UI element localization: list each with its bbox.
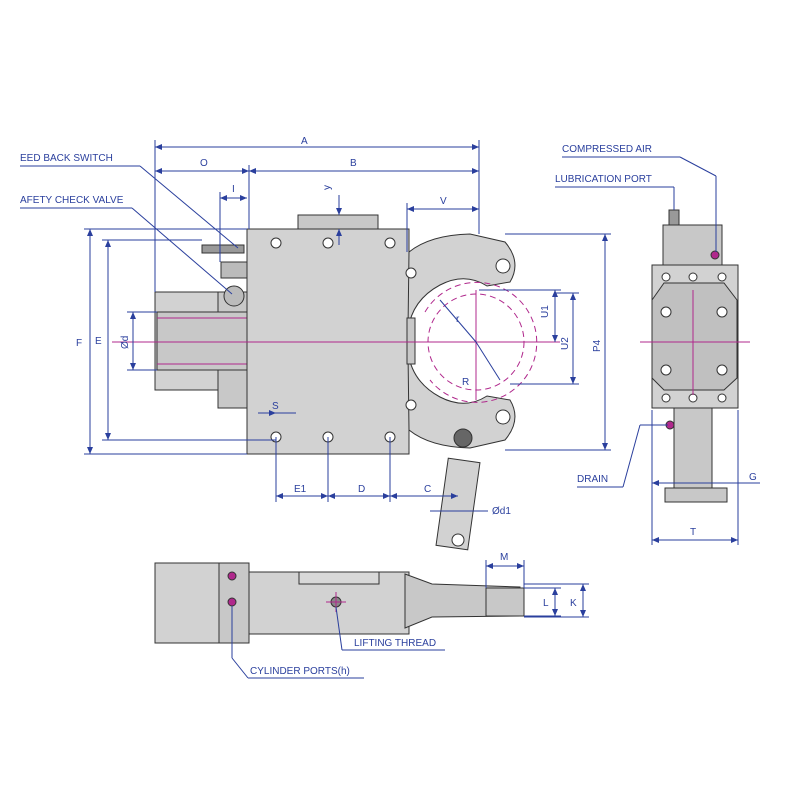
dim-G: G bbox=[749, 472, 757, 483]
swing-eye bbox=[451, 533, 465, 547]
dim-r: r bbox=[456, 314, 460, 325]
callout-safety-check-valve: AFETY CHECK VALVE bbox=[20, 195, 124, 206]
dim-U1: U1 bbox=[540, 305, 551, 318]
dim-d1: Ød1 bbox=[492, 506, 511, 517]
upper-jaw bbox=[407, 233, 516, 331]
dim-U2: U2 bbox=[560, 337, 571, 350]
plan-callouts: EED BACK SWITCH AFETY CHECK VALVE bbox=[20, 153, 239, 295]
top-plate bbox=[297, 214, 379, 230]
callout-lubrication-port: LUBRICATION PORT bbox=[555, 174, 652, 185]
dim-R: R bbox=[462, 377, 469, 388]
side-top-block bbox=[662, 224, 723, 268]
cylinder-port-2-icon bbox=[227, 597, 237, 607]
dim-V: V bbox=[440, 196, 447, 207]
lower-jaw-pin bbox=[495, 409, 511, 425]
side-octagon bbox=[651, 282, 738, 391]
dim-E: E bbox=[95, 336, 102, 347]
dim-D: D bbox=[358, 484, 365, 495]
dim-S: S bbox=[272, 401, 279, 412]
front-jaw-tip bbox=[485, 587, 525, 617]
side-cylinder bbox=[673, 407, 713, 489]
front-top-plate bbox=[298, 571, 380, 585]
lubrication-port-icon bbox=[668, 209, 680, 226]
callout-compressed-air: COMPRESSED AIR bbox=[562, 144, 652, 155]
dim-K: K bbox=[570, 598, 577, 609]
dim-C: C bbox=[424, 484, 431, 495]
side-view: G T COMPRESSED AIR LUBRICATION PORT DRAI… bbox=[555, 144, 760, 545]
safety-check-valve-icon bbox=[223, 285, 245, 307]
piston-rod bbox=[156, 311, 248, 371]
plan-view bbox=[112, 214, 560, 551]
dim-T: T bbox=[690, 527, 696, 538]
jaw-pad bbox=[406, 317, 416, 365]
side-bolt-holes bbox=[660, 272, 728, 403]
side-foot bbox=[664, 487, 728, 503]
lower-jaw bbox=[407, 351, 516, 449]
plan-dimensions: A O B I y V F E Ød r R bbox=[76, 136, 611, 517]
callout-lifting-thread: LIFTING THREAD bbox=[354, 638, 436, 649]
dim-B: B bbox=[350, 158, 357, 169]
swing-pivot bbox=[453, 428, 473, 448]
compressed-air-port-icon bbox=[710, 250, 720, 260]
valve-block bbox=[220, 261, 248, 279]
dim-F: F bbox=[76, 338, 82, 349]
feed-back-switch-icon bbox=[201, 244, 245, 254]
dim-E1: E1 bbox=[294, 484, 307, 495]
dim-y: y bbox=[322, 185, 333, 190]
swing-cylinder bbox=[435, 457, 481, 551]
front-view: M L K LIFTING THREAD CYLINDER PORTS(h) bbox=[154, 552, 589, 679]
dim-L: L bbox=[543, 598, 549, 609]
callout-feed-back-switch: EED BACK SWITCH bbox=[20, 153, 113, 164]
callout-drain: DRAIN bbox=[577, 474, 608, 485]
dim-d: Ød bbox=[120, 336, 131, 349]
dim-M: M bbox=[500, 552, 508, 563]
dim-I: I bbox=[232, 184, 235, 195]
upper-jaw-pin bbox=[495, 258, 511, 274]
cylinder-port-1-icon bbox=[227, 571, 237, 581]
dim-O: O bbox=[200, 158, 208, 169]
dim-A: A bbox=[301, 136, 308, 147]
dim-P4: P4 bbox=[592, 339, 603, 352]
callout-cylinder-ports: CYLINDER PORTS(h) bbox=[250, 666, 350, 677]
